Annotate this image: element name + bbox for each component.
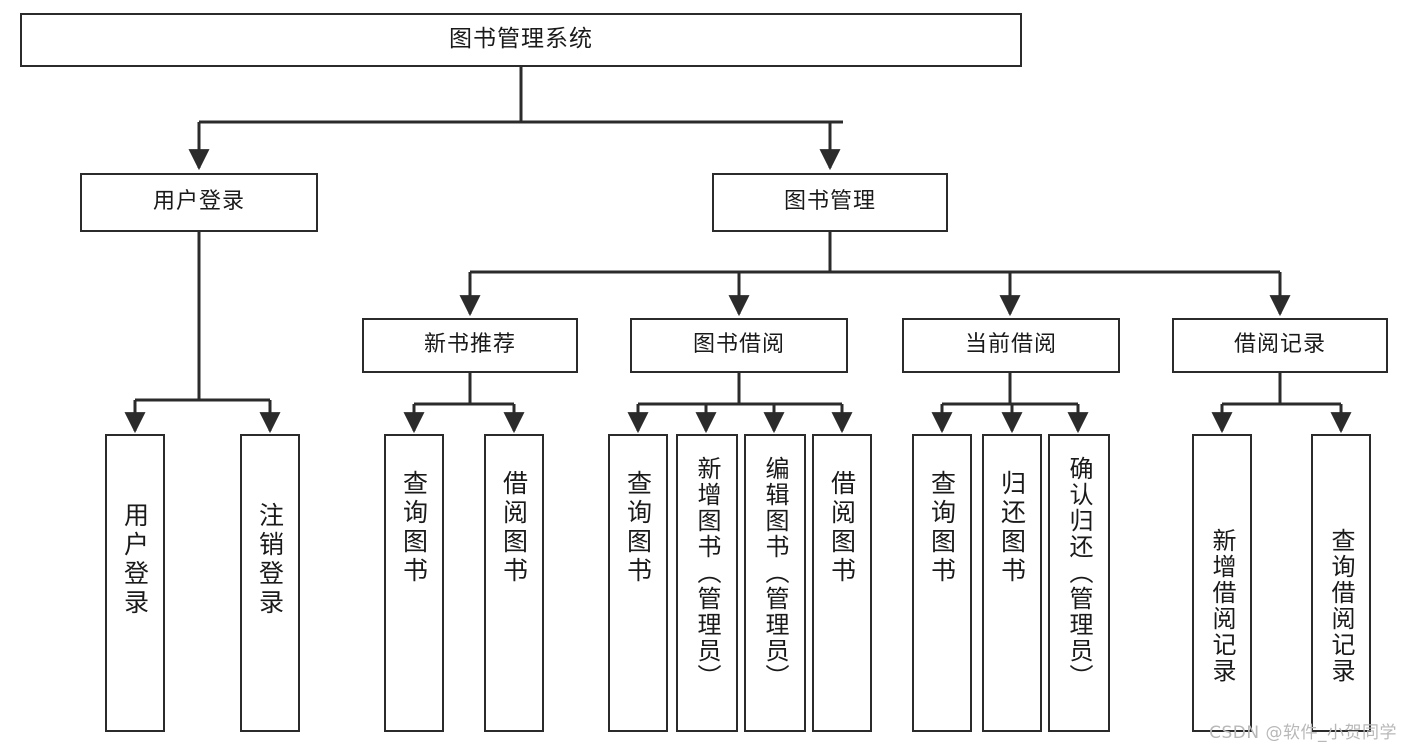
node-book-borrow[interactable]: 图书借阅 <box>630 318 848 373</box>
node-book-management-system[interactable]: 图书管理系统 <box>20 13 1022 67</box>
node-leaf-return-book[interactable]: 归还图书 <box>982 434 1042 732</box>
node-label: 图书管理系统 <box>449 26 593 53</box>
node-leaf-borrow-book-recommend[interactable]: 借阅图书 <box>484 434 544 732</box>
node-label: 注销登录 <box>255 502 285 618</box>
node-leaf-query-book-borrow[interactable]: 查询图书 <box>608 434 668 732</box>
node-label: 借阅记录 <box>1233 332 1326 358</box>
node-label: 查询图书 <box>399 470 429 586</box>
node-label: 借阅图书 <box>827 470 857 586</box>
node-label: 查询图书 <box>927 470 957 586</box>
node-label: 归还图书 <box>997 470 1027 586</box>
node-book-manage[interactable]: 图书管理 <box>712 173 948 232</box>
node-leaf-user-logout[interactable]: 注销登录 <box>240 434 300 732</box>
node-label: 新书推荐 <box>423 332 516 358</box>
node-label: 用户登录 <box>120 502 150 618</box>
node-label: 图书管理 <box>783 189 876 215</box>
node-label: 用户登录 <box>152 189 245 215</box>
node-label: 图书借阅 <box>692 332 785 358</box>
node-label: 查询图书 <box>623 470 653 586</box>
node-new-book-recommend[interactable]: 新书推荐 <box>362 318 578 373</box>
node-label: 确认归还（管理员） <box>1065 456 1093 690</box>
node-label: 新增借阅记录 <box>1208 528 1236 684</box>
node-leaf-edit-book[interactable]: 编辑图书（管理员） <box>744 434 806 732</box>
node-label: 编辑图书（管理员） <box>761 456 789 690</box>
node-borrow-record[interactable]: 借阅记录 <box>1172 318 1388 373</box>
node-leaf-query-book-recommend[interactable]: 查询图书 <box>384 434 444 732</box>
node-leaf-query-borrow-record[interactable]: 查询借阅记录 <box>1311 434 1371 732</box>
node-label: 查询借阅记录 <box>1327 528 1355 684</box>
node-leaf-query-book-current[interactable]: 查询图书 <box>912 434 972 732</box>
node-leaf-add-borrow-record[interactable]: 新增借阅记录 <box>1192 434 1252 732</box>
node-leaf-confirm-return[interactable]: 确认归还（管理员） <box>1048 434 1110 732</box>
node-current-borrow[interactable]: 当前借阅 <box>902 318 1120 373</box>
node-leaf-add-book[interactable]: 新增图书（管理员） <box>676 434 738 732</box>
node-user-login[interactable]: 用户登录 <box>80 173 318 232</box>
node-leaf-borrow-book[interactable]: 借阅图书 <box>812 434 872 732</box>
node-label: 借阅图书 <box>499 470 529 586</box>
node-label: 当前借阅 <box>964 332 1057 358</box>
node-leaf-user-login[interactable]: 用户登录 <box>105 434 165 732</box>
node-label: 新增图书（管理员） <box>693 456 721 690</box>
